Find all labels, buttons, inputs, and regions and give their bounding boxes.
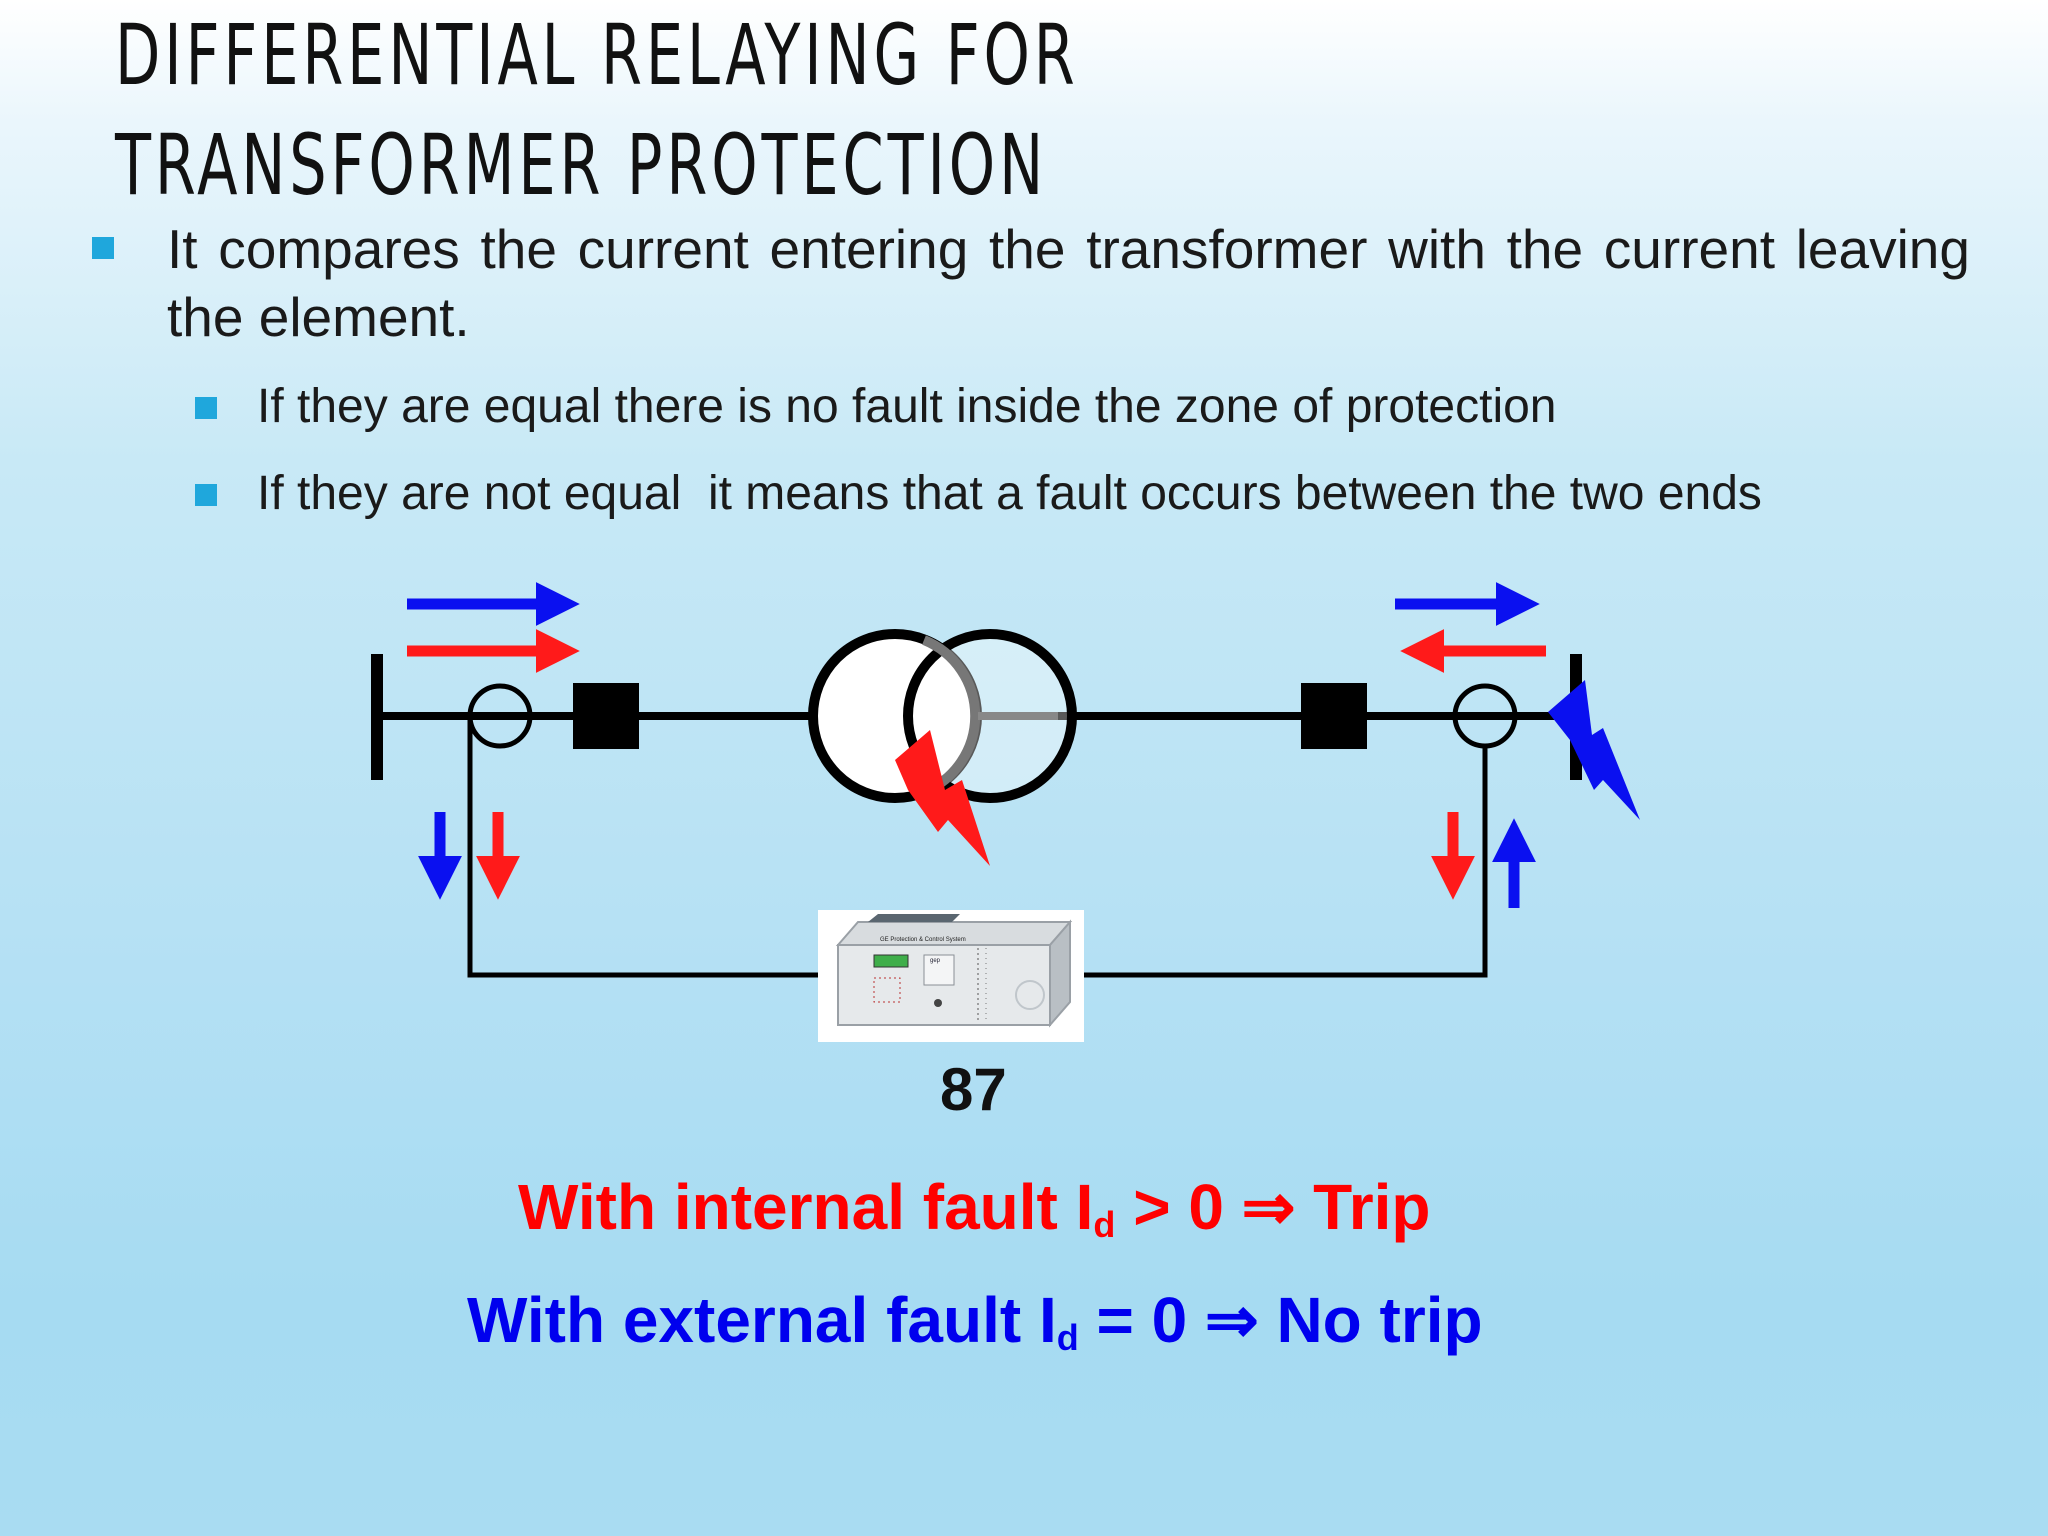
slide-title: DIFFERENTIAL RELAYING FOR TRANSFORMER PR… <box>115 6 1079 214</box>
left-secondary-wire <box>467 716 818 978</box>
bullet-marker <box>92 237 114 259</box>
sub-bullet-marker <box>195 484 217 506</box>
sub-bullet-marker <box>195 397 217 419</box>
external-fault-prefix: With external fault I <box>467 1284 1057 1356</box>
external-fault-statement: With external fault Id = 0 ⇒ No trip <box>467 1283 1483 1359</box>
internal-fault-prefix: With internal fault I <box>518 1171 1094 1243</box>
main-bullet-text: It compares the current entering the tra… <box>167 218 1970 348</box>
internal-fault-suffix: > 0 ⇒ Trip <box>1115 1171 1431 1243</box>
right-breaker <box>1301 683 1367 749</box>
relay-87-device: GE Protection & Control System gep <box>818 910 1084 1042</box>
external-fault-suffix: = 0 ⇒ No trip <box>1078 1284 1483 1356</box>
internal-fault-lightning-icon <box>895 730 990 866</box>
svg-text:GE Protection & Control System: GE Protection & Control System <box>880 937 966 943</box>
svg-text:gep: gep <box>930 958 941 964</box>
external-fault-subscript: d <box>1056 1317 1079 1358</box>
left-breaker <box>573 683 639 749</box>
internal-fault-statement: With internal fault Id > 0 ⇒ Trip <box>518 1170 1430 1246</box>
transformer-symbol <box>808 629 1077 803</box>
internal-fault-subscript: d <box>1093 1204 1116 1245</box>
relay-number-label: 87 <box>940 1056 1007 1123</box>
sub-bullet-equal: If they are equal there is no fault insi… <box>257 380 1557 433</box>
external-fault-lightning-icon <box>1548 680 1640 820</box>
sub-bullet-not-equal: If they are not equal it means that a fa… <box>257 467 1762 520</box>
right-secondary-wire <box>1084 746 1488 978</box>
